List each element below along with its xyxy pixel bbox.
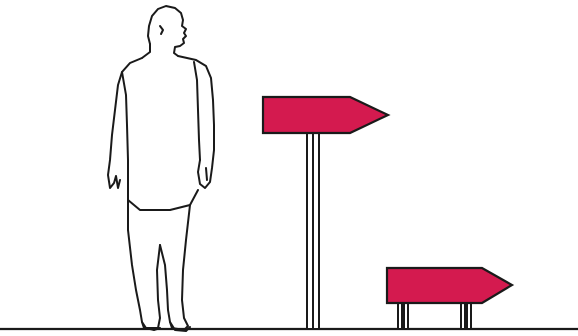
person-left-arm — [108, 58, 142, 188]
person-waist — [128, 190, 198, 210]
person-back-leg — [128, 230, 160, 328]
person-figure — [108, 6, 214, 331]
tall-sign-post-right — [313, 133, 319, 329]
person-right-forearm — [206, 168, 207, 180]
short-sign-arrow-board — [387, 268, 512, 303]
person-ear — [160, 26, 163, 34]
short-sign — [387, 268, 512, 329]
short-sign-leg-2b — [467, 303, 471, 329]
short-sign-leg-1b — [404, 303, 408, 329]
person-front-leg — [160, 205, 190, 330]
tall-sign-arrow-board — [263, 97, 388, 133]
tall-sign — [263, 97, 388, 329]
short-sign-leg-2a — [461, 303, 465, 329]
person-left-torso — [122, 72, 128, 230]
short-sign-leg-1a — [398, 303, 402, 329]
person-chest — [194, 62, 200, 160]
person-back-neck — [142, 44, 150, 58]
person-head — [148, 6, 186, 56]
